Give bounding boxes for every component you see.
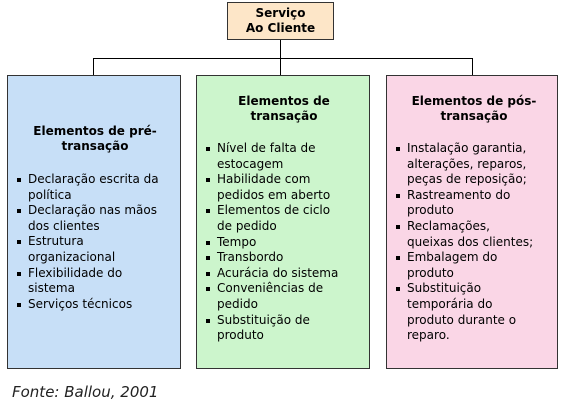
list-item: Acurácia do sistema <box>205 266 363 282</box>
node-transacao: Elementos de transação Nível de falta de… <box>196 75 370 369</box>
list-item-line: produto <box>217 328 264 343</box>
list-item: Substituição temporária do produto duran… <box>395 281 553 343</box>
connector-horizontal <box>93 58 473 59</box>
list-item: Habilidade com pedidos em aberto <box>205 172 363 203</box>
list-item: Transbordo <box>205 250 363 266</box>
list-item-line: Acurácia do sistema <box>217 265 339 280</box>
list-item-line: Instalação garantia, <box>407 141 527 155</box>
list-item-line: Estrutura <box>28 234 84 249</box>
source-caption: Fonte: Ballou, 2001 <box>12 383 159 401</box>
list-item-line: Nível de falta de <box>217 141 316 155</box>
list-item-line: alterações, reparos, <box>407 156 527 171</box>
title-line-2: transação <box>250 109 318 123</box>
node-transacao-list: Nível de falta de estocagem Habilidade c… <box>205 141 363 344</box>
list-item-line: Habilidade com <box>217 172 311 187</box>
node-pos-transacao: Elementos de pós- transação Instalação g… <box>386 75 558 369</box>
top-node-line-2: Ao Cliente <box>245 21 316 35</box>
list-item-line: política <box>28 187 72 202</box>
list-item-line: Substituição <box>407 281 482 296</box>
list-item: Reclamações, queixas dos clientes; <box>395 219 553 250</box>
list-item-line: Embalagem do <box>407 250 498 265</box>
top-node-line-1: Serviço <box>255 6 306 20</box>
title-line-2: transação <box>61 139 129 153</box>
connector-middle-vertical <box>280 58 281 75</box>
node-pos-transacao-title: Elementos de pós- transação <box>395 94 553 124</box>
list-item-line: Serviços técnicos <box>28 296 133 311</box>
node-transacao-title: Elementos de transação <box>205 94 363 124</box>
title-line-1: Elementos de pré- <box>33 124 157 138</box>
title-line-1: Elementos de pós- <box>411 94 537 108</box>
list-item: Embalagem do produto <box>395 250 553 281</box>
list-item: Instalação garantia, alterações, reparos… <box>395 141 553 188</box>
list-item-line: sistema <box>28 281 75 296</box>
node-pre-transacao: Elementos de pré- transação Declaração e… <box>7 75 181 369</box>
list-item-line: estocagem <box>217 156 284 171</box>
node-pre-transacao-title: Elementos de pré- transação <box>16 124 174 154</box>
list-item: Tempo <box>205 235 363 251</box>
list-item-line: Flexibilidade do <box>28 265 123 280</box>
list-item-line: Transbordo <box>217 250 284 265</box>
list-item-line: Elementos de ciclo <box>217 203 331 218</box>
list-item-line: Declaração nas mãos <box>28 203 157 218</box>
list-item: Elementos de ciclo de pedido <box>205 203 363 234</box>
list-item: Nível de falta de estocagem <box>205 141 363 172</box>
top-node-servico-ao-cliente: Serviço Ao Cliente <box>227 2 334 40</box>
list-item-line: pedido <box>217 296 258 311</box>
list-item-line: Substituição de <box>217 312 310 327</box>
list-item-line: produto <box>407 203 454 218</box>
list-item-line: dos clientes <box>28 218 100 233</box>
list-item: Estrutura organizacional <box>16 234 174 265</box>
list-item: Conveniências de pedido <box>205 281 363 312</box>
list-item-line: Rastreamento do <box>407 187 511 202</box>
connector-left-vertical <box>93 58 94 75</box>
list-item-line: reparo. <box>407 328 450 343</box>
list-item: Flexibilidade do sistema <box>16 266 174 297</box>
list-item-line: Declaração escrita da <box>28 172 159 186</box>
list-item-line: organizacional <box>28 249 116 264</box>
list-item-line: temporária do <box>407 296 493 311</box>
list-item-line: Reclamações, <box>407 218 490 233</box>
list-item: Substituição de produto <box>205 313 363 344</box>
node-pre-transacao-list: Declaração escrita da política Declaraçã… <box>16 172 174 312</box>
list-item-line: de pedido <box>217 218 277 233</box>
list-item-line: produto <box>407 265 454 280</box>
connector-right-vertical <box>472 58 473 75</box>
list-item: Serviços técnicos <box>16 297 174 313</box>
title-line-2: transação <box>440 109 508 123</box>
list-item: Declaração nas mãos dos clientes <box>16 203 174 234</box>
title-line-1: Elementos de <box>238 94 330 108</box>
list-item-line: Tempo <box>217 234 257 249</box>
list-item-line: Conveniências de <box>217 281 324 296</box>
list-item-line: peças de reposição; <box>407 172 527 187</box>
list-item: Declaração escrita da política <box>16 172 174 203</box>
connector-top-vertical <box>280 40 281 58</box>
node-pos-transacao-list: Instalação garantia, alterações, reparos… <box>395 141 553 344</box>
list-item-line: produto durante o <box>407 312 517 327</box>
list-item-line: queixas dos clientes; <box>407 234 534 249</box>
list-item: Rastreamento do produto <box>395 188 553 219</box>
list-item-line: pedidos em aberto <box>217 187 331 202</box>
